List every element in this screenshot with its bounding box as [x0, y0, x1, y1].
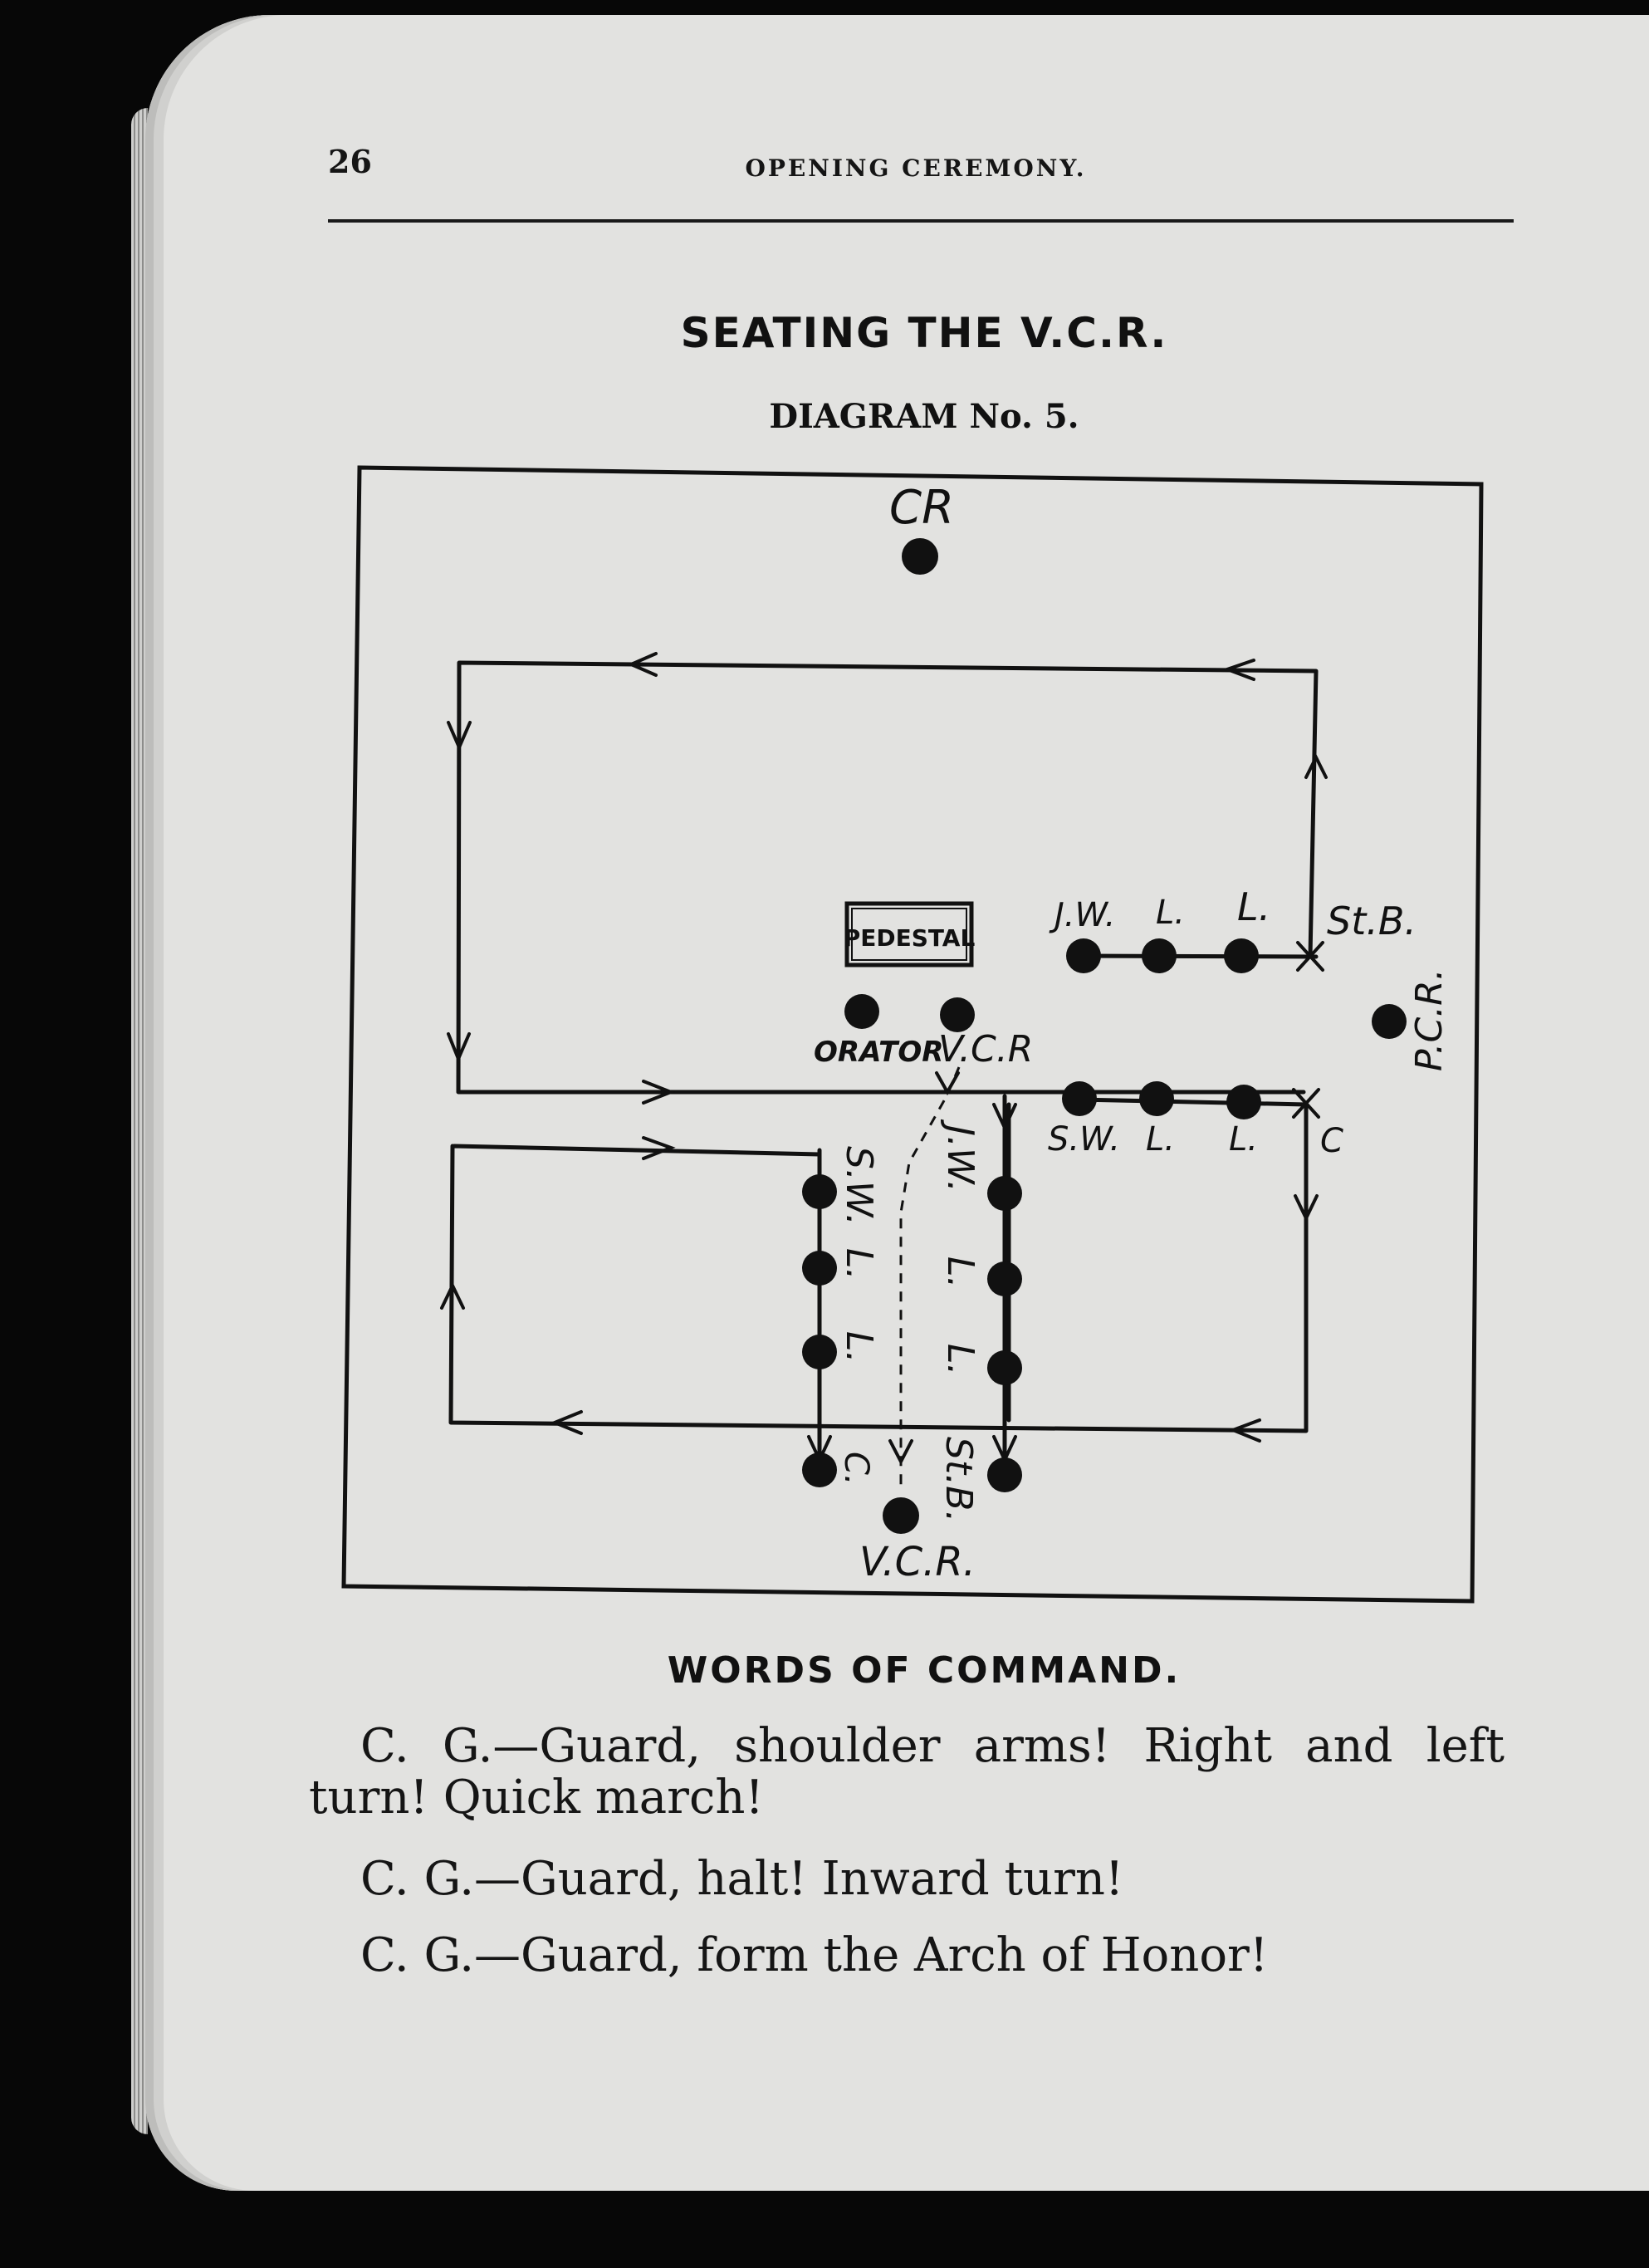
row-top-line — [1079, 953, 1319, 959]
command-text: —Guard, form the Arch of Honor! — [474, 1928, 1269, 1982]
command-line: C. G.—Guard, form the Arch of Honor! — [309, 1930, 1505, 1981]
vcr-dashed-path — [899, 1066, 961, 1491]
position-dot-left-sw — [802, 1174, 837, 1209]
command-speaker: C. G. — [360, 1852, 474, 1906]
label-right-stb: St.B. — [937, 1437, 980, 1522]
position-dot-vcr-bottom — [883, 1497, 919, 1534]
label-l-top-1: L. — [1156, 894, 1185, 932]
command-line: C. G.—Guard, halt! Inward turn! — [309, 1854, 1505, 1905]
label-left-l2: L. — [838, 1331, 880, 1364]
position-dot-right-stb — [987, 1457, 1022, 1492]
command-text: —Guard, shoulder arms! Right and left tu… — [309, 1719, 1505, 1825]
position-dot-l-mid-2 — [1226, 1085, 1261, 1119]
diagram-frame — [341, 465, 1484, 1604]
label-left-c: C. — [837, 1452, 875, 1486]
position-dot-orator — [844, 994, 879, 1029]
arrow-top-right — [1222, 659, 1255, 681]
position-dot-right-l2 — [987, 1350, 1022, 1385]
words-of-command-heading: WORDS OF COMMAND. — [667, 1649, 1182, 1692]
position-dot-l-top-1 — [1142, 938, 1177, 973]
page-number: 26 — [328, 143, 372, 180]
position-dot-l-top-2 — [1224, 938, 1259, 973]
label-l-mid-2: L. — [1229, 1120, 1258, 1158]
diagram-caption: DIAGRAM No. 5. — [769, 397, 1079, 436]
command-text: —Guard, halt! Inward turn! — [474, 1852, 1124, 1906]
running-title: OPENING CEREMONY. — [745, 154, 1087, 182]
label-stb-top: St.B. — [1327, 899, 1417, 943]
label-vcr-bottom: V.C.R. — [859, 1539, 976, 1585]
label-l-top-2: L. — [1237, 884, 1270, 929]
arrow-right-down — [1294, 1194, 1319, 1222]
diagram-seating-vcr: PEDESTAL CR ORATOR V.C.R J.W. L. L. St.B… — [341, 465, 1484, 1604]
section-title: SEATING THE V.C.R. — [680, 309, 1168, 357]
position-dot-pcr — [1372, 1004, 1407, 1039]
arrow-left-up — [440, 1281, 465, 1310]
x-mark-stb-top — [1296, 941, 1324, 972]
x-mark-c-mid — [1292, 1088, 1320, 1119]
position-dot-right-jw — [987, 1176, 1022, 1211]
pedestal-box — [844, 901, 974, 967]
position-dot-left-c — [802, 1452, 837, 1487]
position-dot-vcr-top — [940, 997, 975, 1032]
arrow-bottom-left — [550, 1410, 583, 1435]
label-right-l2: L. — [939, 1344, 981, 1376]
arrow-bottom-right — [1228, 1418, 1261, 1443]
label-cr: CR — [889, 481, 954, 535]
arrow-inner-right — [642, 1136, 676, 1160]
position-dot-left-l2 — [802, 1335, 837, 1369]
position-dot-jw-top — [1066, 938, 1101, 973]
position-dot-sw-mid — [1062, 1081, 1097, 1116]
header-rule — [328, 219, 1514, 223]
label-right-jw: J.W. — [939, 1119, 981, 1193]
pedestal-label: PEDESTAL — [844, 924, 976, 952]
label-vcr-top: V.C.R — [938, 1028, 1033, 1070]
label-left-l1: L. — [838, 1248, 880, 1281]
arrow-mid-right — [642, 1080, 676, 1105]
label-orator: ORATOR — [814, 1036, 943, 1069]
label-c-mid: C — [1320, 1122, 1343, 1160]
command-speaker: C. G. — [360, 1928, 474, 1982]
label-right-l1: L. — [939, 1256, 981, 1289]
label-left-sw: S.W. — [838, 1146, 880, 1226]
command-speaker: C. G. — [360, 1719, 493, 1773]
position-dot-l-mid-1 — [1139, 1081, 1174, 1116]
arrow-left-down-2 — [447, 1032, 471, 1064]
march-path-upper-loop — [456, 660, 1319, 1095]
position-dot-left-l1 — [802, 1251, 837, 1286]
arrow-col-right-down — [992, 1103, 1017, 1132]
page-edge — [131, 108, 148, 2134]
book-page — [145, 15, 1649, 2191]
command-line: C. G.—Guard, shoulder arms! Right and le… — [309, 1721, 1505, 1824]
arrow-top-left — [626, 652, 658, 677]
label-jw-top: J.W. — [1049, 896, 1116, 934]
arrow-left-down-1 — [447, 721, 472, 752]
position-dot-cr — [902, 538, 938, 575]
position-dot-right-l1 — [987, 1261, 1022, 1296]
arrow-right-up — [1304, 753, 1328, 779]
label-pcr: P.C.R. — [1408, 968, 1451, 1071]
label-sw-mid: S.W. — [1048, 1120, 1120, 1158]
label-l-mid-1: L. — [1146, 1120, 1175, 1158]
